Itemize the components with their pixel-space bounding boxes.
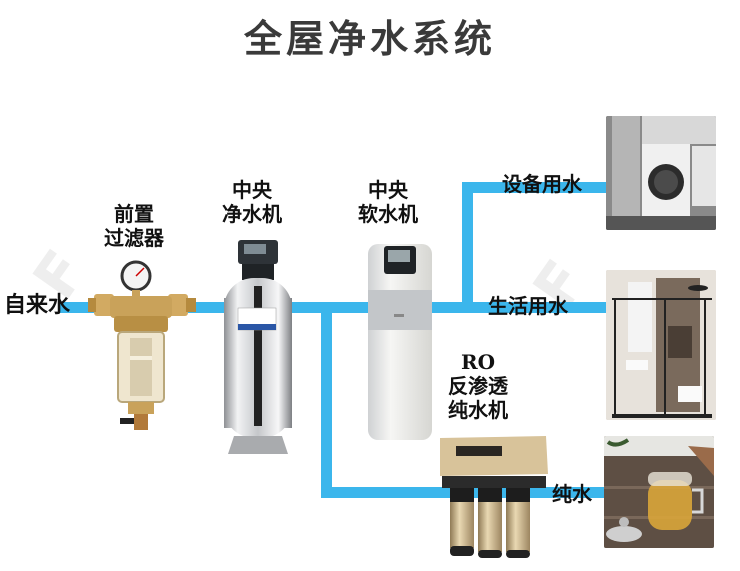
bathroom-photo [606,270,716,420]
outlet-label-pure: 纯水 [552,482,592,506]
tea-cup-photo [604,436,714,548]
pre-filter-label: 前置 过滤器 [104,202,164,250]
branch-pipe-vertical-upper [462,182,473,310]
branch-pipe-appliance [462,182,608,193]
central-purifier-label: 中央 净水机 [222,178,282,226]
source-label: 自来水 [4,293,71,318]
ro-purifier-label: RO 反渗透 纯水机 [448,350,508,422]
ro-purifier-illustration [436,432,552,560]
central-softener-illustration [366,240,434,444]
central-purifier-illustration [222,238,294,458]
washing-machine-photo [606,116,716,230]
outlet-label-domestic: 生活用水 [488,294,568,318]
branch-pipe-vertical-lower [321,308,332,498]
outlet-label-appliance: 设备用水 [502,172,582,196]
pre-filter-illustration [88,256,198,436]
central-softener-label: 中央 软水机 [358,178,418,226]
page-title: 全屋净水系统 [243,17,496,61]
main-pipe [60,302,608,313]
